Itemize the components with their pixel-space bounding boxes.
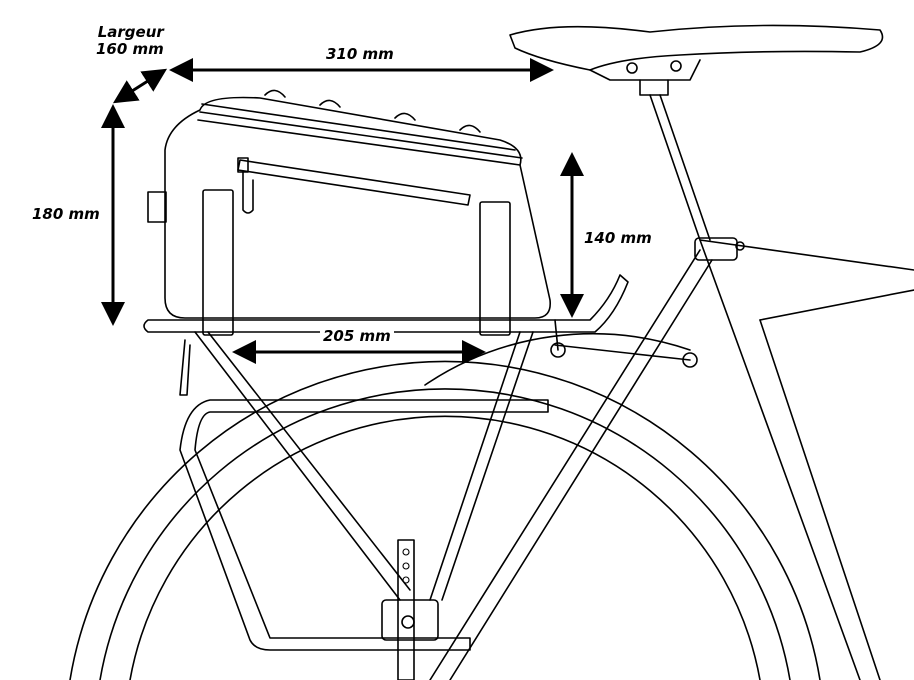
width-arrow	[112, 68, 168, 104]
rear-wheel	[69, 332, 821, 680]
strap-spacing-label: 205 mm	[320, 328, 394, 345]
saddle	[509, 24, 884, 96]
width-label: Largeur 160 mm	[96, 24, 164, 58]
rear-rack	[143, 274, 691, 680]
width-value: 160 mm	[96, 40, 164, 58]
trunk-bag	[147, 89, 552, 336]
length-label: 310 mm	[326, 45, 394, 63]
width-title: Largeur	[97, 23, 164, 41]
bike-frame	[429, 94, 914, 680]
height-label: 180 mm	[32, 205, 100, 223]
front-height-label: 140 mm	[584, 229, 652, 247]
dimension-arrows	[101, 58, 584, 364]
